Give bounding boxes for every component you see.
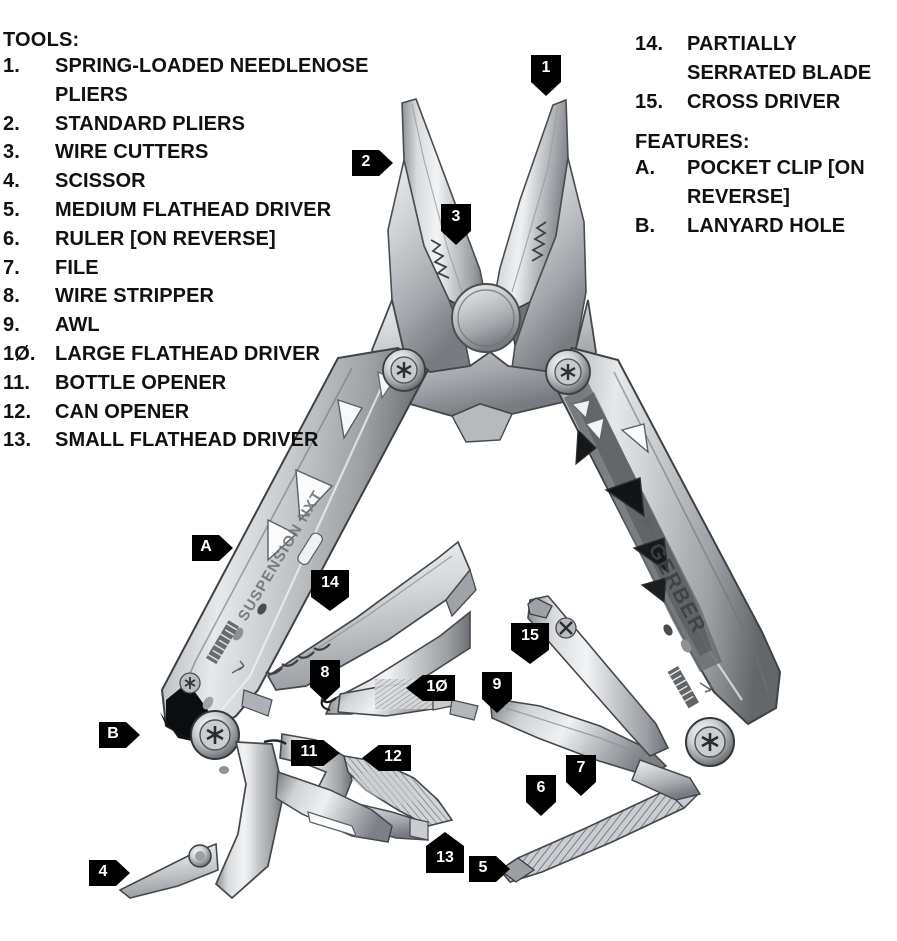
- callout-flag-label: 8: [320, 664, 330, 681]
- legend-label: WIRE CUTTERS: [55, 141, 209, 164]
- left-pivot-screw: [382, 348, 426, 392]
- legend-label: LANYARD HOLE: [687, 214, 846, 237]
- legend-item-5: 5. MEDIUM FLATHEAD DRIVER: [3, 196, 383, 225]
- legend-number: 14.: [635, 33, 664, 55]
- legend-item-12: 12. CAN OPENER: [3, 398, 383, 427]
- legend-item-10: 1Ø. LARGE FLATHEAD DRIVER: [3, 340, 383, 369]
- callout-flag-label: 14: [321, 574, 339, 591]
- legend-tools-left: TOOLS: 1. SPRING-LOADED NEEDLENOSE PLIER…: [3, 28, 383, 455]
- wire-stripper: [320, 610, 471, 715]
- legend-number: 3.: [3, 141, 20, 164]
- legend-label: SPRING-LOADED NEEDLENOSE PLIERS: [55, 55, 369, 106]
- file-and-ruler: [498, 759, 702, 883]
- callout-flag-label: 11: [300, 743, 318, 760]
- legend-number: B.: [635, 214, 656, 237]
- legend-item-8: 8. WIRE STRIPPER: [3, 282, 383, 311]
- callout-flag-label: B: [107, 725, 119, 742]
- legend-item-4: 4. SCISSOR: [3, 167, 383, 196]
- legend-label: WIRE STRIPPER: [55, 285, 215, 308]
- legend-number: 9.: [3, 314, 20, 337]
- legend-label: CAN OPENER: [55, 400, 190, 423]
- legend-label: FILE: [55, 256, 99, 279]
- legend-item-6: 6. RULER [ON REVERSE]: [3, 225, 383, 254]
- legend-number: 7.: [3, 256, 20, 279]
- legend-item-b: B. LANYARD HOLE: [635, 212, 897, 241]
- legend-number: 6.: [3, 227, 20, 250]
- legend-number: 12.: [3, 400, 32, 423]
- legend-item-1: 1. SPRING-LOADED NEEDLENOSE PLIERS: [3, 52, 383, 110]
- legend-label: MEDIUM FLATHEAD DRIVER: [55, 198, 332, 221]
- legend-item-15: 15. CROSS DRIVER: [635, 88, 897, 117]
- serrated-blade: [265, 540, 477, 691]
- legend-tools-right: 14. PARTIALLY SERRATED BLADE 15. CROSS D…: [635, 30, 897, 241]
- legend-item-13: 13. SMALL FLATHEAD DRIVER: [3, 426, 383, 455]
- legend-label: POCKET CLIP [ON REVERSE]: [687, 157, 865, 209]
- legend-number: 1Ø.: [3, 342, 36, 365]
- legend-label: CROSS DRIVER: [687, 90, 841, 113]
- left-handle: SUSPENSION NXT: [160, 346, 430, 760]
- legend-number: 11.: [3, 371, 30, 394]
- legend-number: 15.: [635, 90, 664, 113]
- callout-flag-label: 3: [451, 208, 461, 225]
- scissors: [118, 741, 393, 900]
- legend-label: BOTTLE OPENER: [55, 371, 227, 394]
- legend-label: STANDARD PLIERS: [55, 112, 246, 135]
- legend-item-2: 2. STANDARD PLIERS: [3, 110, 383, 139]
- callout-flag-label: 6: [536, 779, 546, 796]
- callout-flag-label: A: [200, 538, 212, 555]
- legend-item-14: 14. PARTIALLY SERRATED BLADE: [635, 30, 897, 88]
- plier-head: [371, 283, 597, 443]
- legend-number: 13.: [3, 429, 32, 452]
- legend-item-a: A. POCKET CLIP [ON REVERSE]: [635, 154, 897, 212]
- legend-item-9: 9. AWL: [3, 311, 383, 340]
- legend-label: AWL: [55, 314, 100, 337]
- legend-label: RULER [ON REVERSE]: [55, 227, 276, 250]
- callout-flag-label: 4: [98, 863, 108, 880]
- legend-number: 8.: [3, 285, 20, 308]
- legend-label: LARGE FLATHEAD DRIVER: [55, 342, 321, 365]
- legend-label: SCISSOR: [55, 170, 146, 193]
- callout-flag-label: 9: [492, 676, 502, 693]
- legend-number: A.: [635, 157, 656, 180]
- tools-heading: TOOLS:: [3, 29, 80, 51]
- right-lower-screw: [685, 717, 735, 767]
- left-lower-screw: [190, 710, 240, 760]
- legend-number: 2.: [3, 112, 20, 135]
- callout-flag-label: 1Ø: [426, 678, 448, 695]
- callout-flag-label: 2: [361, 153, 371, 170]
- features-heading: FEATURES:: [635, 131, 750, 154]
- legend-label: SMALL FLATHEAD DRIVER: [55, 429, 319, 452]
- callout-flag-label: 12: [384, 748, 402, 765]
- callout-flag-label: 1: [541, 59, 551, 76]
- legend-number: 4.: [3, 170, 20, 193]
- right-handle: GERBER: [545, 346, 782, 767]
- legend-number: 5.: [3, 198, 20, 221]
- callout-flag-label: 13: [436, 849, 454, 866]
- legend-item-11: 11. BOTTLE OPENER: [3, 369, 383, 398]
- legend-number: 1.: [3, 55, 20, 77]
- legend-label: PARTIALLY SERRATED BLADE: [687, 33, 872, 84]
- legend-item-7: 7. FILE: [3, 254, 383, 283]
- callout-flag-label: 5: [478, 859, 488, 876]
- legend-item-3: 3. WIRE CUTTERS: [3, 138, 383, 167]
- callout-flag-label: 15: [521, 627, 539, 644]
- cross-driver: [527, 595, 670, 757]
- right-pivot-screw: [545, 349, 591, 395]
- callout-flag-label: 7: [576, 759, 586, 776]
